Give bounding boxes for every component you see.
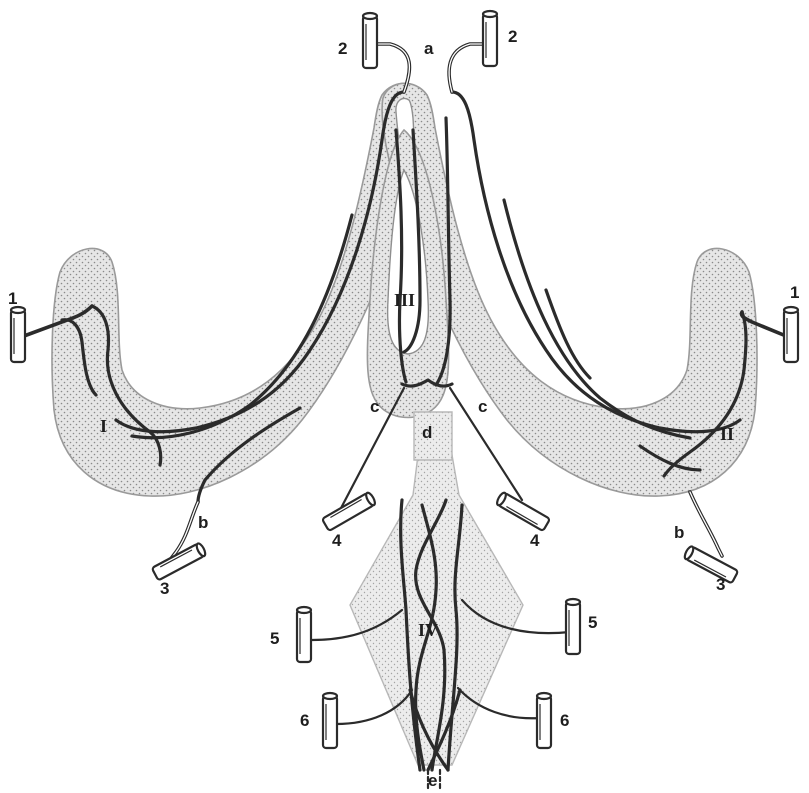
label-b-left: b bbox=[198, 513, 208, 532]
port-3-right bbox=[683, 545, 738, 583]
port-5-left bbox=[297, 607, 311, 662]
label-b-right: b bbox=[674, 523, 684, 542]
label-4-right: 4 bbox=[530, 531, 540, 550]
port-1-left bbox=[11, 307, 25, 362]
label-region-iii: III bbox=[394, 290, 415, 310]
label-c-left: c bbox=[370, 397, 379, 416]
port-2-left bbox=[363, 13, 377, 68]
label-region-iv: IV bbox=[418, 620, 438, 640]
label-6-right: 6 bbox=[560, 711, 569, 730]
label-c-right: c bbox=[478, 397, 487, 416]
label-5-right: 5 bbox=[588, 613, 597, 632]
neck-d bbox=[414, 412, 452, 460]
port-1-right bbox=[784, 307, 798, 362]
port-4-left bbox=[322, 491, 377, 531]
port-6-right bbox=[537, 693, 551, 748]
port-5-right bbox=[566, 599, 580, 654]
label-2-left: 2 bbox=[338, 39, 347, 58]
port-4-right bbox=[495, 491, 550, 531]
label-e: e bbox=[428, 771, 437, 790]
label-2-right: 2 bbox=[508, 27, 517, 46]
tube-a-right bbox=[449, 44, 484, 92]
label-4-left: 4 bbox=[332, 531, 342, 550]
port-6-left bbox=[323, 693, 337, 748]
label-3-left: 3 bbox=[160, 579, 169, 598]
label-1-right: 1 bbox=[790, 283, 799, 302]
label-1-left: 1 bbox=[8, 289, 17, 308]
label-3-right: 3 bbox=[716, 575, 725, 594]
port-2-right bbox=[483, 11, 497, 66]
label-region-i: I bbox=[100, 416, 107, 436]
tube-b-right-inner bbox=[690, 492, 722, 556]
label-region-ii: II bbox=[720, 424, 734, 444]
label-d: d bbox=[422, 423, 432, 442]
label-6-left: 6 bbox=[300, 711, 309, 730]
label-a: a bbox=[424, 39, 434, 58]
label-5-left: 5 bbox=[270, 629, 279, 648]
